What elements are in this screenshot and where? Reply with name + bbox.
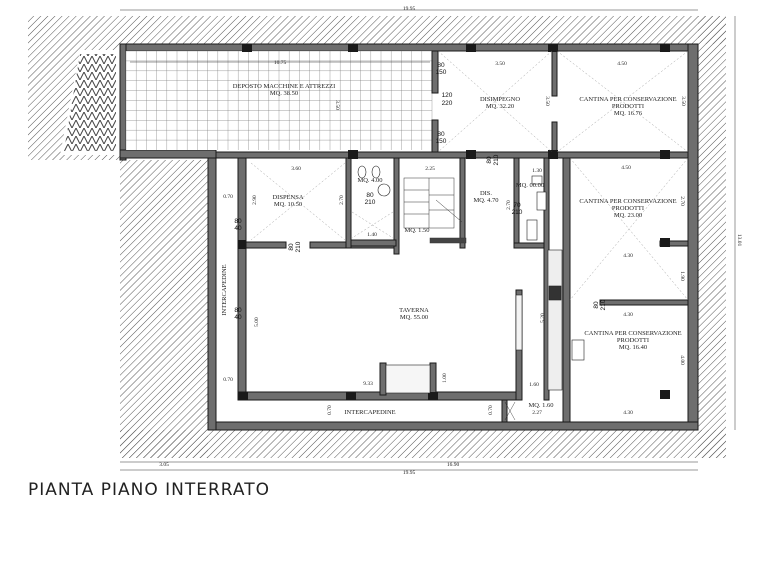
room-name: TAVERNA <box>399 307 429 314</box>
svg-text:210: 210 <box>365 199 376 206</box>
svg-text:2.70: 2.70 <box>506 200 512 210</box>
room-area: MQ. 23.00 <box>614 212 642 219</box>
svg-text:2.27: 2.27 <box>532 410 542 416</box>
room-name: CANTINA PER CONSERVAZIONE <box>579 198 676 205</box>
room-area: MQ. 55.00 <box>400 314 428 321</box>
svg-text:3.50: 3.50 <box>544 96 550 106</box>
svg-text:210: 210 <box>600 299 607 310</box>
svg-text:1.90: 1.90 <box>679 271 685 281</box>
svg-text:3.50: 3.50 <box>334 100 340 110</box>
svg-text:3.60: 3.60 <box>291 166 301 172</box>
room-name: DISIMPEGNO <box>480 96 520 103</box>
svg-text:4.30: 4.30 <box>623 410 633 416</box>
svg-text:80: 80 <box>234 307 242 314</box>
svg-text:0.70: 0.70 <box>488 405 494 415</box>
svg-text:1.00: 1.00 <box>442 373 448 383</box>
svg-text:0.70: 0.70 <box>223 377 233 383</box>
svg-text:5.00: 5.00 <box>254 317 260 327</box>
svg-text:9.33: 9.33 <box>363 381 373 387</box>
room-area: MQ. 4.70 <box>473 197 498 204</box>
room-name: DISPENSA <box>272 194 303 201</box>
svg-text:2.25: 2.25 <box>425 166 435 172</box>
svg-text:1.30: 1.30 <box>532 168 542 174</box>
svg-text:80: 80 <box>437 131 445 138</box>
svg-text:13.01: 13.01 <box>736 234 742 247</box>
room-area: MQ. 32.20 <box>486 103 514 110</box>
svg-text:4.50: 4.50 <box>621 165 631 171</box>
sanitary-fixtures <box>357 165 585 394</box>
svg-text:4.00: 4.00 <box>679 355 685 365</box>
svg-text:220: 220 <box>442 100 453 107</box>
ground-hatching <box>28 16 726 458</box>
room-diagonals <box>250 50 689 421</box>
room-area: MQ. 38.50 <box>270 90 298 97</box>
pillars <box>238 44 670 400</box>
room-labels: DEPOSTO MACCHINE E ATTREZZI MQ. 38.50 DI… <box>221 83 682 416</box>
room-name: DIS. <box>480 190 492 197</box>
room-name-2: PRODOTTI <box>617 337 649 344</box>
svg-text:4.50: 4.50 <box>617 61 627 67</box>
staircase <box>403 177 467 244</box>
svg-text:4.30: 4.30 <box>623 312 633 318</box>
svg-text:3.50: 3.50 <box>680 96 686 106</box>
svg-text:2.70: 2.70 <box>339 195 345 205</box>
svg-text:3.05: 3.05 <box>159 462 169 468</box>
svg-text:2.90: 2.90 <box>252 195 258 205</box>
svg-text:120: 120 <box>442 92 453 99</box>
room-name: INTERCAPEDINE <box>344 409 395 416</box>
deposito-grid <box>125 50 433 150</box>
dimension-labels: 19.95 13.01 3.05 16.90 19.95 10.75 3.50 … <box>120 6 742 476</box>
room-area: MQ. 4.00 <box>357 177 382 184</box>
svg-text:19.95: 19.95 <box>403 470 416 476</box>
room-area: MQ. 10.50 <box>274 201 302 208</box>
svg-text:210: 210 <box>493 154 500 165</box>
room-area: MQ. 00.00 <box>516 182 544 189</box>
svg-text:80: 80 <box>437 62 445 69</box>
svg-text:4.30: 4.30 <box>623 253 633 259</box>
svg-text:210: 210 <box>295 241 302 252</box>
room-name: CANTINA PER CONSERVAZIONE <box>579 96 676 103</box>
svg-text:150: 150 <box>436 138 447 145</box>
svg-text:210: 210 <box>512 209 523 216</box>
room-name-2: PRODOTTI <box>612 103 644 110</box>
room-name: CANTINA PER CONSERVAZIONE <box>584 330 681 337</box>
room-name-2: PRODOTTI <box>612 205 644 212</box>
svg-text:150: 150 <box>436 69 447 76</box>
svg-text:80: 80 <box>593 301 600 309</box>
svg-text:80: 80 <box>288 243 295 251</box>
room-name: INTERCAPEDINE <box>221 264 228 315</box>
svg-text:40: 40 <box>234 225 242 232</box>
room-name: DEPOSTO MACCHINE E ATTREZZI <box>233 83 336 90</box>
svg-text:3.50: 3.50 <box>495 61 505 67</box>
room-area: MQ. 16.40 <box>619 344 647 351</box>
access-ramp <box>64 54 116 151</box>
svg-text:5.20: 5.20 <box>540 313 546 323</box>
svg-text:0.70: 0.70 <box>327 405 333 415</box>
svg-text:2.70: 2.70 <box>679 196 685 206</box>
room-area: MQ. 16.76 <box>614 110 643 117</box>
svg-text:1.40: 1.40 <box>367 232 377 238</box>
room-area: MQ. 1.60 <box>528 402 553 409</box>
svg-text:1.60: 1.60 <box>529 382 539 388</box>
room-area: MQ. 1.50 <box>404 227 429 234</box>
plan-title: PIANTA PIANO INTERRATO <box>28 480 270 500</box>
svg-text:16.90: 16.90 <box>447 462 460 468</box>
interior-walls <box>215 50 689 423</box>
svg-text:80: 80 <box>234 218 242 225</box>
svg-text:19.95: 19.95 <box>403 6 416 12</box>
svg-text:40: 40 <box>234 314 242 321</box>
svg-text:80: 80 <box>366 192 374 199</box>
svg-text:0.70: 0.70 <box>223 194 233 200</box>
svg-text:10.75: 10.75 <box>274 60 287 66</box>
svg-text:70: 70 <box>513 202 521 209</box>
svg-text:80: 80 <box>486 156 493 164</box>
